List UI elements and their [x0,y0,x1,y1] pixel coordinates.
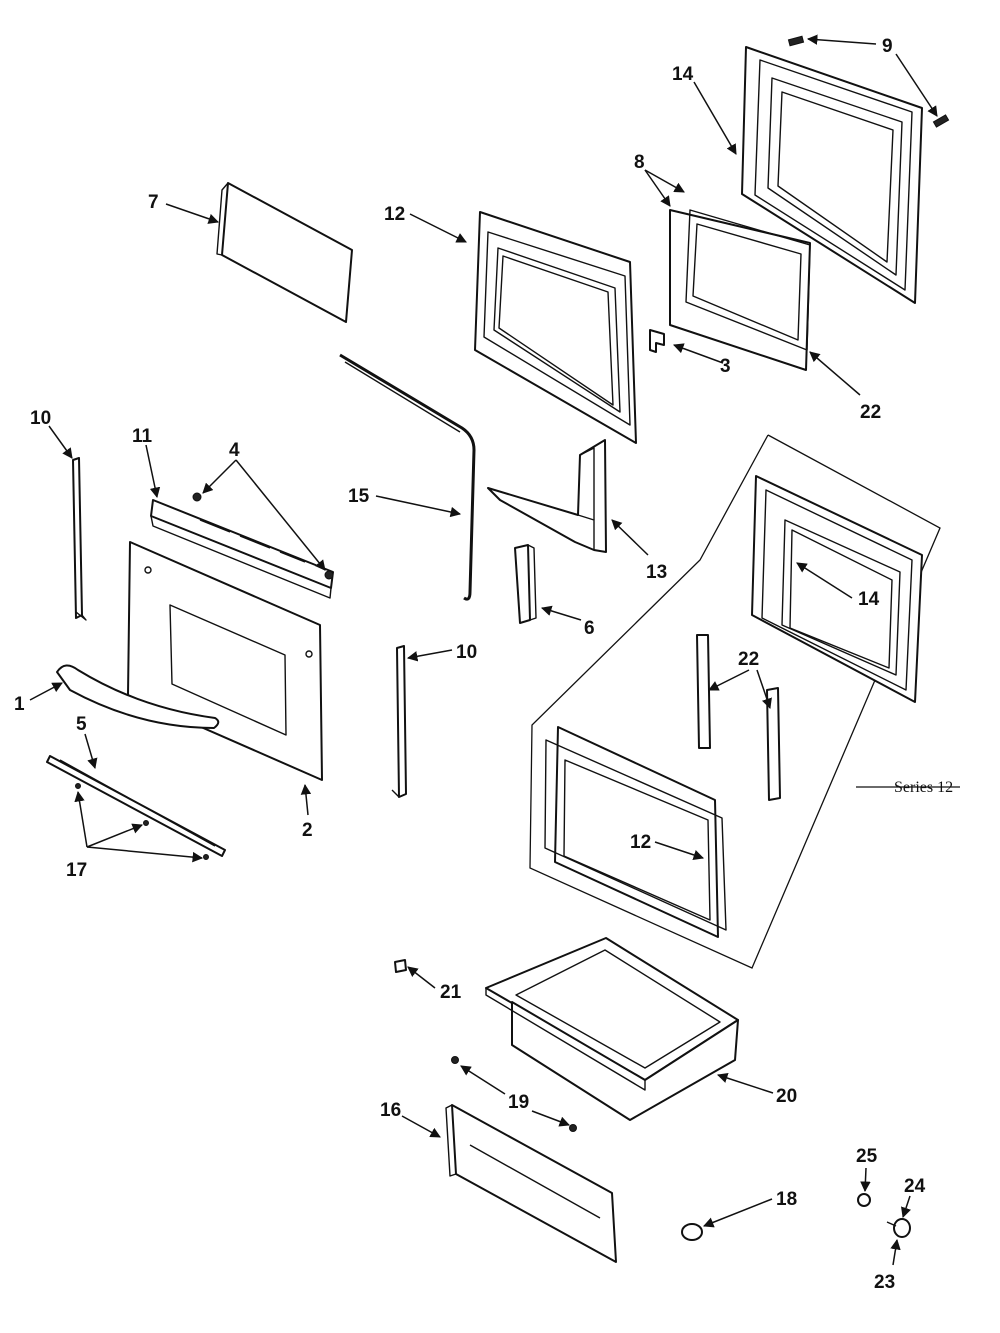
callout-8: 8 [634,152,645,173]
callout-6: 6 [584,618,595,639]
callout-1: 1 [14,694,25,715]
series-12-part-12-liner [544,726,727,938]
callout-22: 22 [860,402,881,423]
part-25-nut [857,1193,871,1207]
part-13-channel [487,439,607,553]
part-19-screws [451,1056,577,1132]
callout-17: 17 [66,860,87,881]
part-20-drawer [485,937,739,1121]
callout-7: 7 [148,192,159,213]
callout-20: 20 [776,1086,797,1107]
callout-14: 14 [672,64,694,85]
callout-labels: 7 12 14 9 8 3 22 15 13 6 10 10 11 4 1 5 … [14,36,953,1293]
leader-lines [29,34,960,1266]
callout-25: 25 [856,1146,878,1167]
callout-22: 22 [738,649,759,670]
callout-15: 15 [348,486,370,507]
callout-21: 21 [440,982,462,1003]
series-12-group [529,434,941,969]
callout-2: 2 [302,820,313,841]
callout-12: 12 [384,204,405,225]
callout-11: 11 [132,426,153,447]
part-17-fasteners [75,783,209,860]
part-10-strip-left [72,457,87,621]
part-14-outer-frame [741,46,923,304]
callout-14: 14 [858,589,880,610]
callout-4: 4 [229,440,240,461]
callout-3: 3 [720,356,731,377]
callout-10: 10 [456,642,477,663]
part-24-leveler [886,1218,911,1238]
callout-9: 9 [882,36,893,57]
callout-16: 16 [380,1100,401,1121]
part-11-vent-bar [150,499,334,599]
part-4-screws [192,492,334,580]
part-2-door-panel [127,541,323,781]
callout-12: 12 [630,832,651,853]
part-16-drawer-front [445,1104,617,1263]
callout-23: 23 [874,1272,895,1293]
callout-5: 5 [76,714,87,735]
callout-24: 24 [904,1176,926,1197]
part-18-foot [681,1223,703,1241]
callout-19: 19 [508,1092,529,1113]
part-10-strip-middle [391,645,407,798]
callout-18: 18 [776,1189,797,1210]
series-12-part-22-strips [696,634,781,801]
part-1-handle [56,664,220,729]
part-9-screws [787,35,950,128]
part-3-clip [649,329,665,353]
part-6-bracket [514,544,537,624]
part-12-inner-liner [474,211,637,444]
callout-13: 13 [646,562,667,583]
series-12-label: Series 12 [894,779,953,796]
part-5-trim-strip [46,755,226,857]
part-8-glass [669,209,811,371]
part-7-panel [216,182,353,323]
part-21-clip [394,959,407,973]
part-15-gasket [339,353,476,601]
callout-10: 10 [30,408,51,429]
